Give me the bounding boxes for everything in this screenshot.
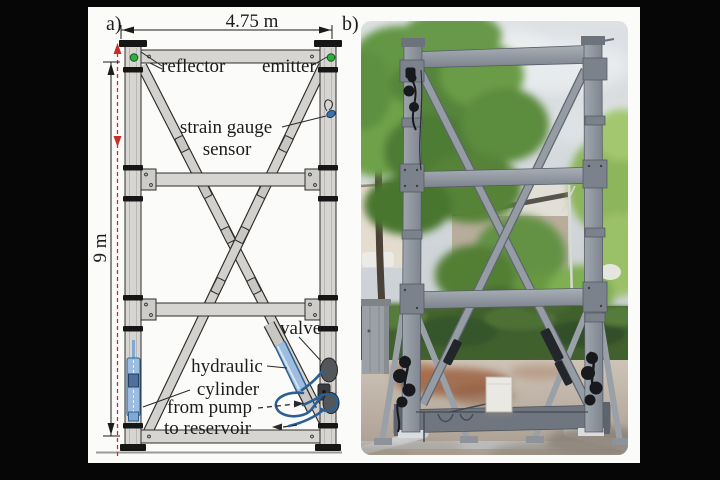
panel-b-label: b) (342, 13, 359, 35)
bolt-detail (144, 172, 317, 187)
hydraulic-cylinder-label: hydraulic (191, 356, 263, 377)
base-rail (361, 441, 628, 449)
birch-trunk (561, 184, 576, 301)
beam-level-3 (140, 298, 321, 321)
to-reservoir-label: to reservoir (164, 418, 252, 439)
strain-gauge-label: strain gauge (180, 117, 272, 138)
column-fittings (119, 40, 342, 451)
sensor-cluster-right-lower (581, 351, 603, 406)
emitter-label: emitter (262, 56, 316, 77)
cap-rod (602, 38, 615, 42)
tree-canopy-left (361, 21, 549, 235)
from-pump-label: from pump (167, 397, 252, 418)
panel-a-label: a) (106, 13, 122, 35)
wet-patch (361, 426, 628, 455)
height-dimension-label: 9 m (90, 233, 111, 262)
base-plate-left (398, 430, 424, 438)
width-dimension-label: 4.75 m (226, 11, 279, 32)
sensor-cluster-left-lower (393, 355, 416, 433)
equipment-cabinet (361, 299, 391, 374)
hydraulic-cylinder-left (126, 340, 141, 422)
left-cap (119, 40, 147, 47)
emitter-icon (326, 53, 336, 62)
junction-box (483, 376, 515, 417)
reflector-icon (129, 53, 139, 62)
right-base-pad (315, 444, 341, 451)
left-base-pad (120, 444, 146, 451)
outrigger-left-outer (379, 311, 406, 443)
red-arrow-up-icon (113, 43, 122, 54)
sensor-cluster-left-upper (403, 67, 419, 131)
instrument-box-right-brace (540, 328, 573, 386)
strain-gauge-label-2: sensor (203, 139, 252, 160)
reflector-label: reflector (161, 56, 226, 77)
dimension-line-vertical (103, 61, 120, 437)
from-pump-arrow (257, 400, 304, 409)
instrument-box-left-brace (443, 339, 462, 366)
bolt-detail (403, 164, 603, 310)
to-reservoir-arrow (272, 423, 302, 431)
leader-lines (140, 51, 328, 408)
right-cap (314, 40, 342, 47)
dimension-line-horizontal (120, 25, 333, 39)
bolt-detail (144, 302, 317, 317)
red-arrow-down-icon (113, 136, 122, 147)
outrigger-feet (374, 436, 628, 445)
laser-path-line (113, 43, 122, 457)
beam-level-2 (140, 168, 321, 191)
brace-topright-bottomleft (144, 64, 327, 434)
panel-b-photo (361, 21, 628, 455)
photo-beam-level-3 (402, 287, 602, 310)
panel-a-diagram: 9 m 4.75 m (90, 11, 342, 457)
hydraulic-cylinder-label-2: cylinder (197, 379, 260, 400)
valve-label: valve (280, 318, 321, 339)
photo-right-cap (581, 36, 605, 45)
white-bag (599, 264, 621, 280)
strain-gauge-icon (324, 99, 336, 119)
photo-left-cap (401, 38, 425, 47)
